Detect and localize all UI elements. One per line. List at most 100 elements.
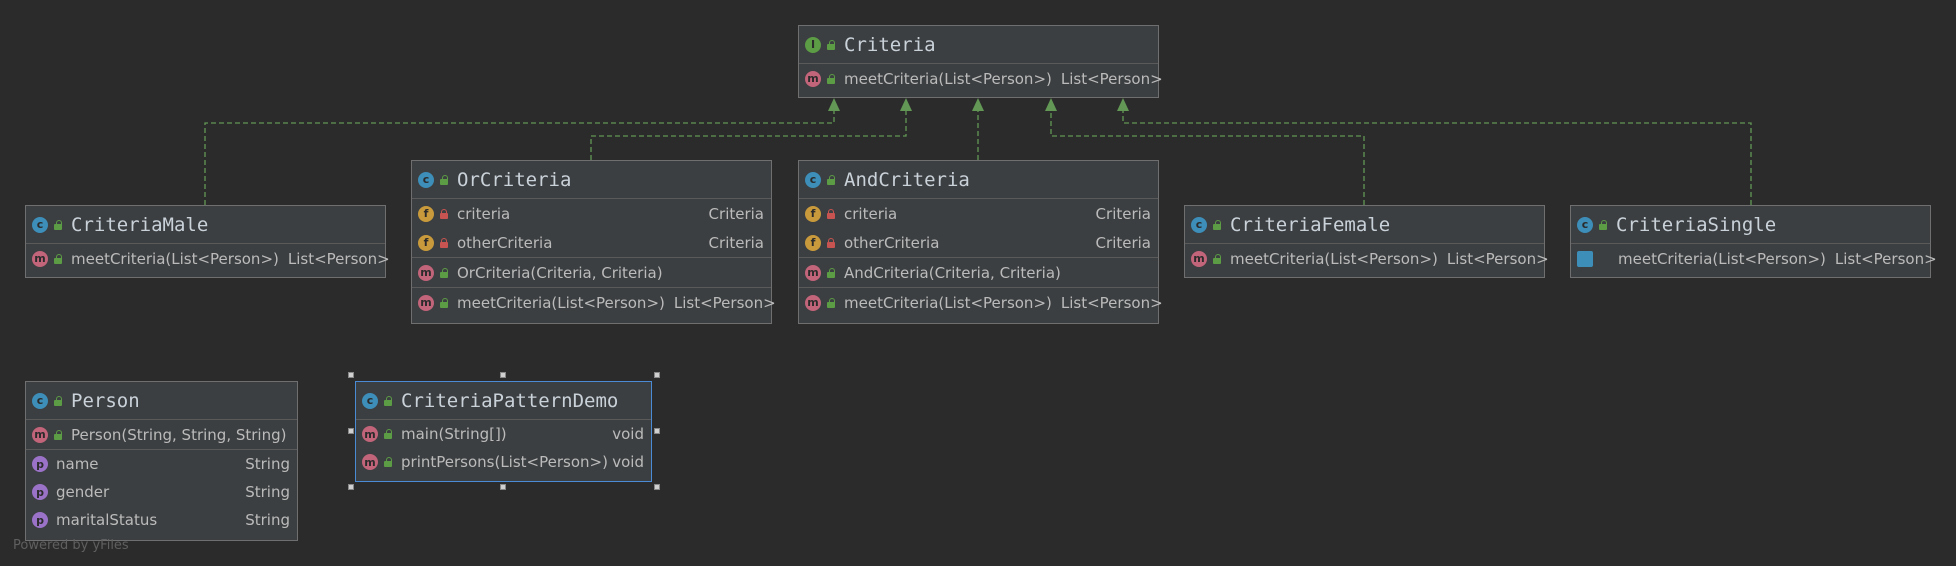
property-row[interactable]: p name String — [26, 450, 297, 478]
method-icon: m — [32, 250, 48, 267]
property-type: String — [245, 455, 290, 473]
method-icon: m — [805, 264, 821, 281]
class-icon: c — [362, 392, 378, 409]
method-type: void — [612, 425, 644, 443]
constructor-name: AndCriteria(Criteria, Criteria) — [844, 263, 1061, 282]
private-lock-icon — [826, 208, 836, 219]
public-lock-icon — [439, 174, 449, 185]
class-title: OrCriteria — [457, 168, 572, 191]
method-row[interactable]: m meetCriteria(List<Person>)List<Person> — [799, 64, 1163, 93]
abstract-method-icon: m — [805, 70, 821, 87]
method-name: meetCriteria(List<Person>) — [844, 69, 1052, 88]
field-type: Criteria — [708, 233, 764, 252]
resize-handle-s[interactable] — [500, 484, 506, 490]
private-lock-icon — [439, 208, 449, 219]
method-row[interactable]: m meetCriteria(List<Person>)List<Person> — [26, 244, 390, 273]
powered-by-label: Powered by yFiles — [13, 538, 129, 553]
resize-handle-sw[interactable] — [348, 484, 354, 490]
constructor-row[interactable]: m Person(String, String, String) — [26, 420, 297, 449]
resize-handle-n[interactable] — [500, 372, 506, 378]
method-icon: m — [805, 294, 821, 311]
public-lock-icon — [1212, 219, 1222, 230]
method-type: void — [612, 453, 644, 471]
public-lock-icon — [383, 395, 393, 406]
method-type: List<Person> — [1834, 249, 1937, 268]
class-title: CriteriaSingle — [1616, 213, 1777, 236]
property-row[interactable]: p gender String — [26, 478, 297, 506]
public-lock-icon — [53, 253, 63, 264]
public-lock-icon — [439, 297, 449, 308]
field-name: criteria — [844, 204, 898, 223]
field-row[interactable]: f criteria Criteria — [412, 199, 771, 228]
public-lock-icon — [383, 457, 393, 467]
property-row[interactable]: p maritalStatus String — [26, 506, 297, 534]
method-row[interactable]: m main(String[]) void — [356, 420, 651, 448]
class-box-person[interactable]: c Person m Person(String, String, String… — [25, 381, 298, 541]
method-name: meetCriteria(List<Person>) — [844, 293, 1052, 312]
class-box-criteriasingle[interactable]: c CriteriaSingle meetCriteria(List<Perso… — [1570, 205, 1937, 278]
constructor-row[interactable]: m OrCriteria(Criteria, Criteria) — [412, 258, 771, 287]
field-row[interactable]: f otherCriteria Criteria — [799, 228, 1158, 257]
method-name: printPersons(List<Person>) — [401, 453, 608, 471]
field-icon: f — [418, 205, 434, 222]
public-lock-icon — [826, 174, 836, 185]
class-title: AndCriteria — [844, 168, 970, 191]
public-lock-icon — [826, 297, 836, 308]
resize-handle-w[interactable] — [348, 428, 354, 434]
field-row[interactable]: f criteria Criteria — [799, 199, 1158, 228]
edge-criteriamale-criteria — [204, 110, 835, 205]
method-icon: m — [32, 426, 48, 443]
class-box-criteriafemale[interactable]: c CriteriaFemale m meetCriteria(List<Per… — [1184, 205, 1549, 278]
class-box-andcriteria[interactable]: c AndCriteria f criteria Criteria f othe… — [798, 160, 1163, 324]
property-name: name — [56, 455, 99, 473]
edge-criteriasingle-criteria — [1122, 110, 1752, 205]
class-title: Criteria — [844, 33, 936, 56]
constructor-row[interactable]: m AndCriteria(Criteria, Criteria) — [799, 258, 1158, 287]
resize-handle-ne[interactable] — [654, 372, 660, 378]
property-name: maritalStatus — [56, 511, 158, 529]
public-lock-icon — [53, 219, 63, 230]
class-title: CriteriaMale — [71, 213, 209, 236]
class-title: CriteriaFemale — [1230, 213, 1391, 236]
public-lock-icon — [383, 429, 393, 439]
arrow-head-4 — [1045, 98, 1057, 111]
resize-handle-e[interactable] — [654, 428, 660, 434]
class-box-criteria[interactable]: I Criteria m meetCriteria(List<Person>)L… — [798, 25, 1163, 98]
field-type: Criteria — [708, 204, 764, 223]
method-row[interactable]: m meetCriteria(List<Person>)List<Person> — [412, 288, 776, 317]
public-lock-icon — [53, 395, 63, 406]
method-type: List<Person> — [1446, 249, 1549, 268]
class-icon: c — [418, 171, 434, 188]
class-icon: c — [32, 392, 48, 409]
method-icon: m — [418, 294, 434, 311]
field-icon: f — [805, 234, 821, 251]
public-lock-icon — [1212, 253, 1222, 264]
resize-handle-nw[interactable] — [348, 372, 354, 378]
method-row[interactable]: meetCriteria(List<Person>) List<Person> — [1571, 244, 1937, 273]
class-box-criteriapatterndemo[interactable]: c CriteriaPatternDemo m main(String[]) v… — [355, 381, 652, 482]
static-method-icon: m — [362, 426, 378, 442]
field-name: otherCriteria — [457, 233, 553, 252]
property-type: String — [245, 511, 290, 529]
method-type: List<Person> — [673, 293, 776, 312]
field-row[interactable]: f otherCriteria Criteria — [412, 228, 771, 257]
method-row[interactable]: m printPersons(List<Person>) void — [356, 448, 651, 476]
edge-criteriafemale-criteria — [1050, 110, 1365, 205]
method-name: meetCriteria(List<Person>) — [1618, 249, 1826, 268]
constructor-name: Person(String, String, String) — [71, 425, 287, 444]
method-row[interactable]: m meetCriteria(List<Person>)List<Person> — [799, 288, 1163, 317]
class-box-orcriteria[interactable]: c OrCriteria f criteria Criteria f other… — [411, 160, 776, 324]
property-name: gender — [56, 483, 110, 501]
constructor-name: OrCriteria(Criteria, Criteria) — [457, 263, 663, 282]
private-lock-icon — [826, 237, 836, 248]
method-row[interactable]: m meetCriteria(List<Person>)List<Person> — [1185, 244, 1549, 273]
resize-handle-se[interactable] — [654, 484, 660, 490]
property-icon: p — [32, 484, 48, 500]
arrow-head-5 — [1117, 98, 1129, 111]
method-name: meetCriteria(List<Person>) — [1230, 249, 1438, 268]
arrow-head-2 — [900, 98, 912, 111]
public-lock-icon — [826, 267, 836, 278]
class-box-criteriamale[interactable]: c CriteriaMale m meetCriteria(List<Perso… — [25, 205, 390, 278]
static-method-icon: m — [362, 454, 378, 470]
